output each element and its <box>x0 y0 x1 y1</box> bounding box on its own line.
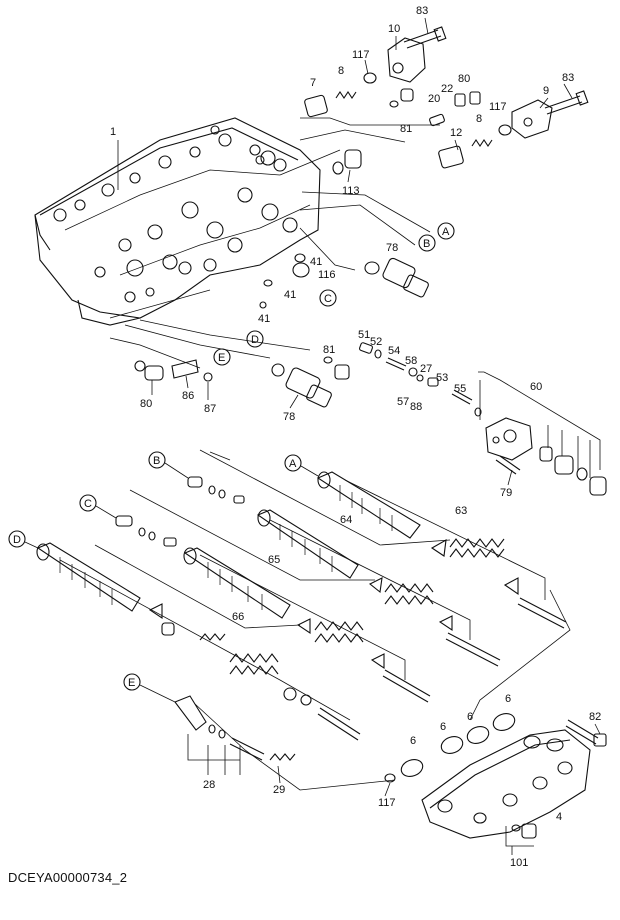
callout-b: B <box>418 234 436 252</box>
svg-text:D: D <box>251 334 259 346</box>
part-label: 64 <box>340 514 352 526</box>
part-label: 86 <box>182 390 194 402</box>
svg-text:C: C <box>324 293 332 305</box>
spool-section <box>36 449 571 791</box>
part-label: 8 <box>476 113 482 125</box>
label-leaders <box>117 17 601 855</box>
svg-text:A: A <box>289 458 297 470</box>
part-label: 54 <box>388 345 400 357</box>
part-label: 88 <box>410 401 422 413</box>
part-label: 41 <box>284 289 296 301</box>
callout-c: C <box>319 289 337 307</box>
main-valve-body <box>34 117 321 326</box>
part-label: 6 <box>410 735 416 747</box>
part-label: 51 <box>358 329 370 341</box>
part-label: 63 <box>455 505 467 517</box>
part-label: 87 <box>204 403 216 415</box>
part-label: 117 <box>489 101 507 113</box>
svg-text:C: C <box>84 498 92 510</box>
part-label: 60 <box>530 381 542 393</box>
part-label: 101 <box>510 857 528 869</box>
part-label: 80 <box>140 398 152 410</box>
end-cap-housing <box>384 713 607 847</box>
part-label: 53 <box>436 372 448 384</box>
top-right-parts <box>279 26 589 271</box>
part-label: 6 <box>505 693 511 705</box>
part-label: 65 <box>268 554 280 566</box>
part-label: 9 <box>543 85 549 97</box>
callout-e: E <box>213 348 231 366</box>
part-label: 55 <box>454 383 466 395</box>
part-label: 6 <box>467 711 473 723</box>
part-label: 27 <box>420 363 432 375</box>
part-label: 113 <box>342 185 360 197</box>
part-label: 117 <box>378 797 396 809</box>
part-label: 78 <box>283 411 295 423</box>
part-label: 4 <box>556 811 562 823</box>
part-label: 10 <box>388 23 400 35</box>
drawing-id-caption: DCEYA00000734_2 <box>8 870 128 885</box>
callout-markers: A B C D E A B C D E <box>8 222 455 703</box>
svg-text:E: E <box>128 677 135 689</box>
svg-text:B: B <box>153 455 160 467</box>
part-label: 83 <box>416 5 428 17</box>
callout-d: D <box>246 330 264 348</box>
part-label: 116 <box>318 269 336 281</box>
part-label: 1 <box>110 126 116 138</box>
e-spool-parts <box>174 695 296 775</box>
callout-b: B <box>148 451 166 469</box>
part-label: 83 <box>562 72 574 84</box>
part-label: 22 <box>441 83 453 95</box>
callout-d: D <box>8 530 26 548</box>
part-label: 28 <box>203 779 215 791</box>
part-label: 81 <box>323 344 335 356</box>
part-label: 29 <box>273 784 285 796</box>
svg-text:A: A <box>442 226 450 238</box>
part-label: 79 <box>500 487 512 499</box>
callout-a: A <box>437 222 455 240</box>
part-label: 8 <box>338 65 344 77</box>
svg-text:E: E <box>218 352 225 364</box>
svg-text:D: D <box>13 534 21 546</box>
part-label: 6 <box>440 721 446 733</box>
part-label: 41 <box>310 256 322 268</box>
part-label: 66 <box>232 611 244 623</box>
relief-valve-parts <box>259 253 607 496</box>
left-middle-parts <box>109 289 350 408</box>
callout-c: C <box>79 494 97 512</box>
svg-text:B: B <box>423 238 430 250</box>
part-label: 12 <box>450 127 462 139</box>
part-label: 81 <box>400 123 412 135</box>
part-label: 20 <box>428 93 440 105</box>
part-label: 80 <box>458 73 470 85</box>
part-label: 117 <box>352 49 370 61</box>
part-label: 78 <box>386 242 398 254</box>
part-label: 41 <box>258 313 270 325</box>
part-label: 57 <box>397 396 409 408</box>
part-label: 82 <box>589 711 601 723</box>
part-label: 7 <box>310 77 316 89</box>
callout-e: E <box>123 673 141 691</box>
callout-a: A <box>284 454 302 472</box>
part-number-labels: 1 4 6 6 6 6 7 8 8 9 10 12 20 22 27 28 29… <box>110 5 601 869</box>
part-label: 58 <box>405 355 417 367</box>
part-label: 52 <box>370 336 382 348</box>
